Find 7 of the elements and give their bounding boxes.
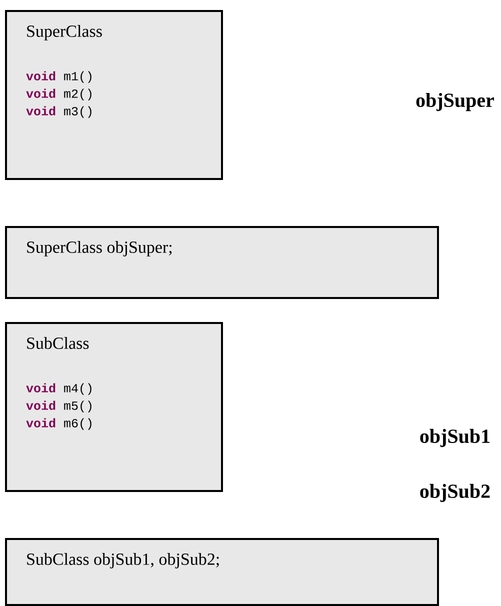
class-box: SuperClass void m1() void m2() void m3() [5, 10, 223, 180]
declaration-box: SuperClass objSuper; [5, 226, 439, 299]
object-name: objSuper [416, 92, 494, 112]
declaration-box: SubClass objSub1, objSub2; [5, 538, 439, 606]
object-name: objSub1 [420, 428, 490, 448]
class-box: SubClass void m4() void m5() void m6() [5, 322, 223, 492]
object-name: objSub2 [420, 484, 490, 502]
